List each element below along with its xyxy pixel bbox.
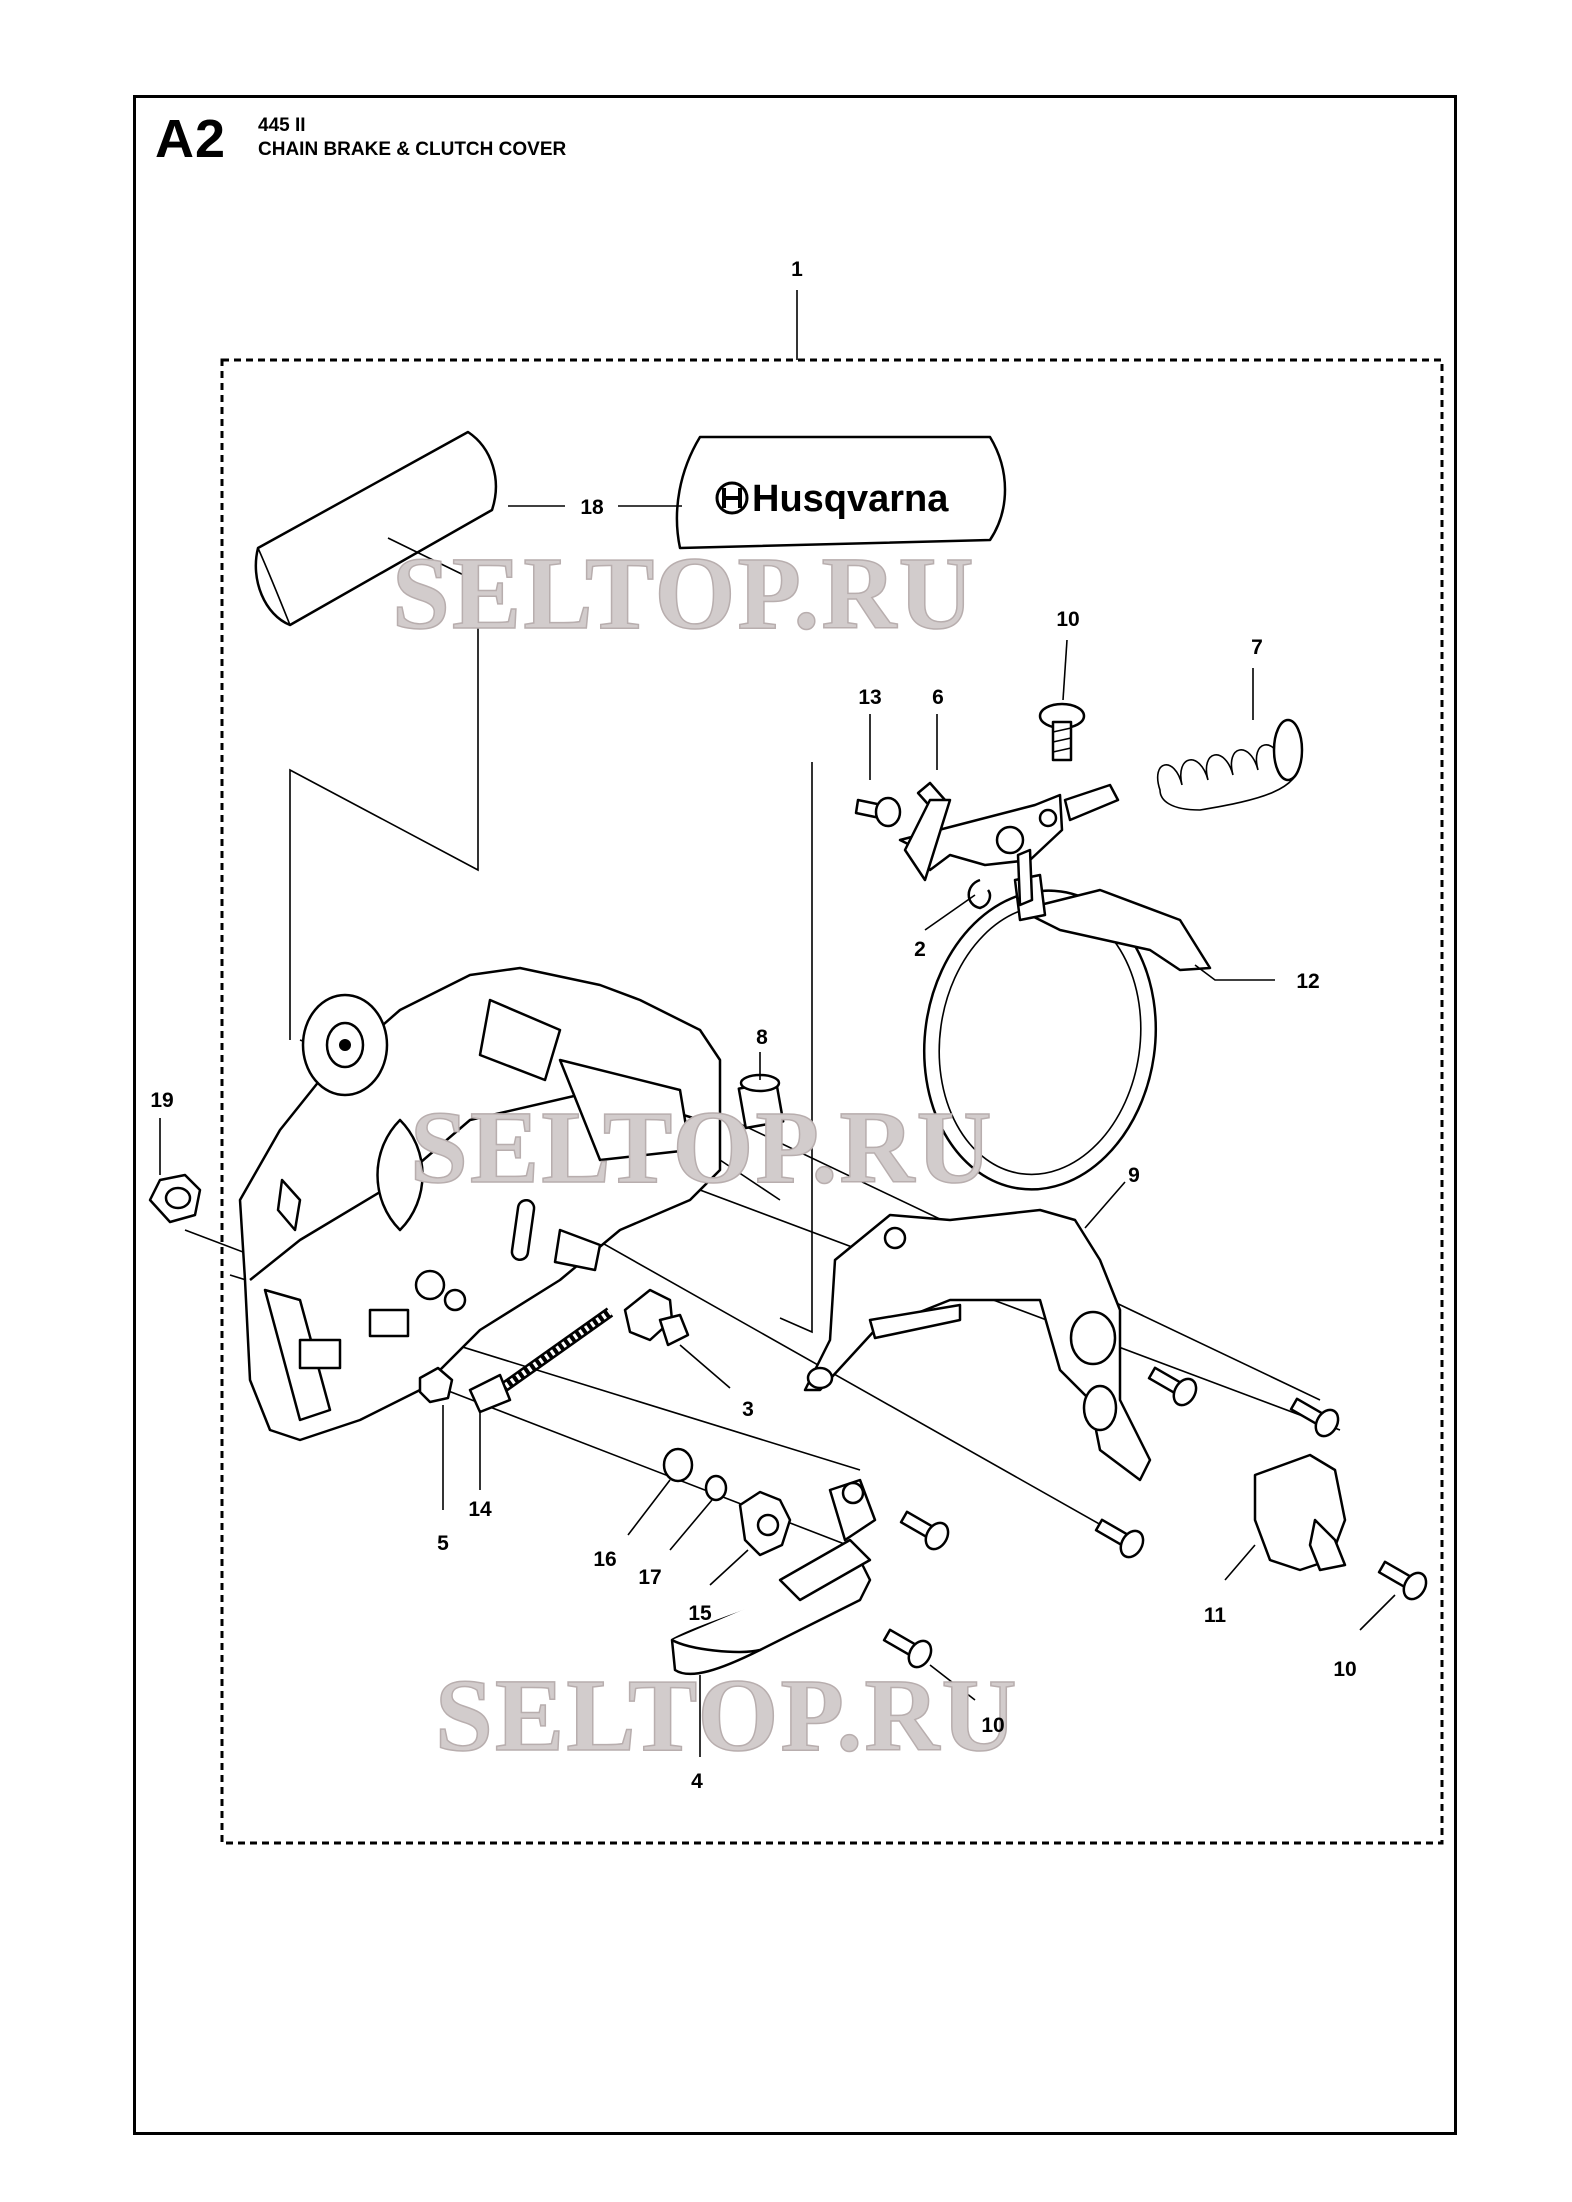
drive-gear [738,1490,792,1557]
callout-label: 11 [1204,1604,1227,1627]
chain-brake-handle [670,1478,877,1676]
brake-lever [898,783,1120,907]
callout-leaders [159,639,1396,1757]
projection-lines [184,537,1341,1551]
decal-plain [254,430,498,627]
hex-nut [418,1366,454,1404]
pin [854,796,902,828]
watermark: SELTOP.RU [435,1658,1019,1773]
callout-label: 8 [756,1026,768,1049]
tensioner-screw [468,1307,614,1414]
assembly-boundary [220,358,1444,1845]
section-code: A2 [155,109,227,169]
chain-guide-plate [803,1208,1152,1482]
callout-label: 10 [1333,1658,1356,1681]
callout-labels: 1 18 10 7 13 6 2 12 8 19 9 3 5 14 16 17 … [150,258,1356,1793]
callout-label: 10 [981,1714,1004,1737]
brake-band [922,873,1212,1191]
o-ring [662,1447,694,1483]
callout-label: 3 [742,1398,754,1421]
decal-husqvarna: Husqvarna [675,435,1007,550]
screws [882,1366,1428,1669]
callout-label: 9 [1128,1164,1140,1187]
callout-label: 2 [914,938,926,961]
washer [704,1474,728,1502]
tensioner-nut [623,1288,690,1347]
screw [1147,1366,1198,1407]
sheet-title: CHAIN BRAKE & CLUTCH COVER [258,139,567,160]
watermark: SELTOP.RU [410,1090,994,1205]
brand-name: Husqvarna [752,478,949,520]
clutch-cover-body [238,966,722,1442]
screw [882,1628,933,1669]
cover-piece [1253,1453,1347,1572]
callout-label: 16 [593,1548,616,1571]
screw [1094,1518,1145,1559]
spring [1156,718,1304,811]
spring-pin [903,781,952,882]
callout-label: 17 [638,1566,661,1589]
callout-label: 19 [150,1089,173,1112]
callout-label: 18 [580,496,604,519]
screw [1377,1560,1428,1601]
callout-label: 4 [691,1770,703,1793]
watermark: SELTOP.RU [392,536,976,651]
screw [1289,1397,1340,1438]
screw-top [1038,702,1086,762]
callout-label: 6 [932,686,944,709]
callout-label: 10 [1056,608,1079,631]
e-clip [967,878,992,910]
callout-label: 7 [1251,636,1263,659]
callout-label: 5 [437,1532,449,1555]
callout-label: 13 [858,686,881,709]
screw [899,1510,950,1551]
bar-nut [148,1173,202,1224]
callout-label: 14 [468,1498,492,1521]
page-frame [133,95,1457,2135]
callout-label: 12 [1296,970,1319,993]
callout-label: 1 [791,258,803,281]
sleeve [737,1073,785,1130]
model-number: 445 II [258,115,306,136]
husqvarna-logo-icon [715,481,749,515]
callout-label: 15 [688,1602,712,1625]
